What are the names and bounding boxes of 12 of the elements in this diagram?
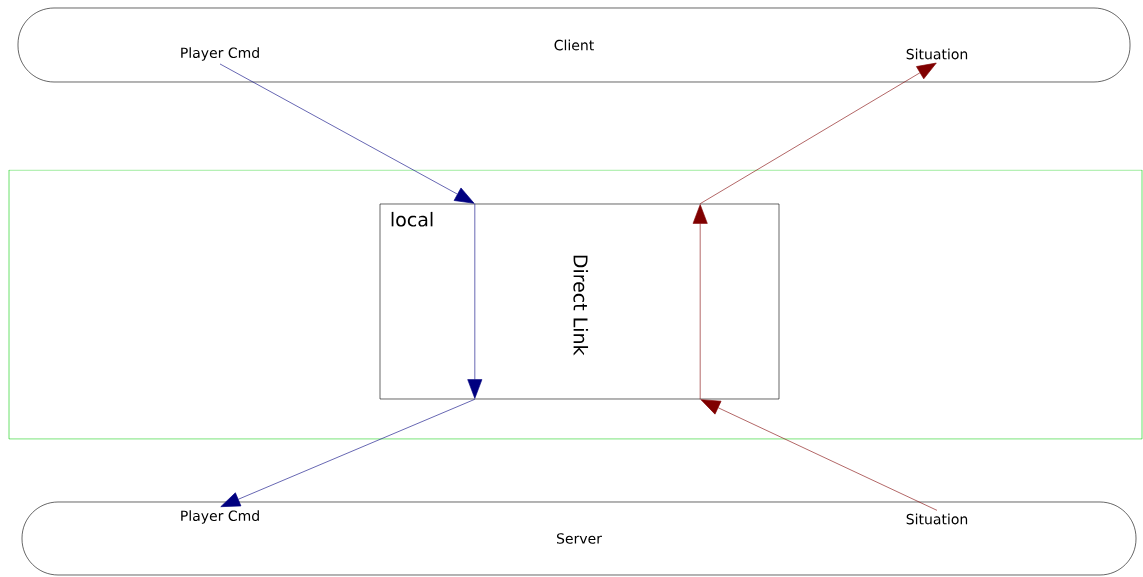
text-label: Player Cmd xyxy=(181,47,259,61)
text-label: Player Cmd xyxy=(181,510,259,524)
text-label: Situation xyxy=(906,513,968,525)
arrow xyxy=(467,203,483,399)
arrow xyxy=(219,63,475,204)
arrow xyxy=(692,204,708,400)
arrow xyxy=(700,399,938,511)
link-box: local Direct Link xyxy=(379,203,780,400)
arrow xyxy=(220,399,476,507)
region-frame xyxy=(8,169,1143,440)
arrow xyxy=(699,62,937,204)
text-label: Situation xyxy=(906,48,968,60)
